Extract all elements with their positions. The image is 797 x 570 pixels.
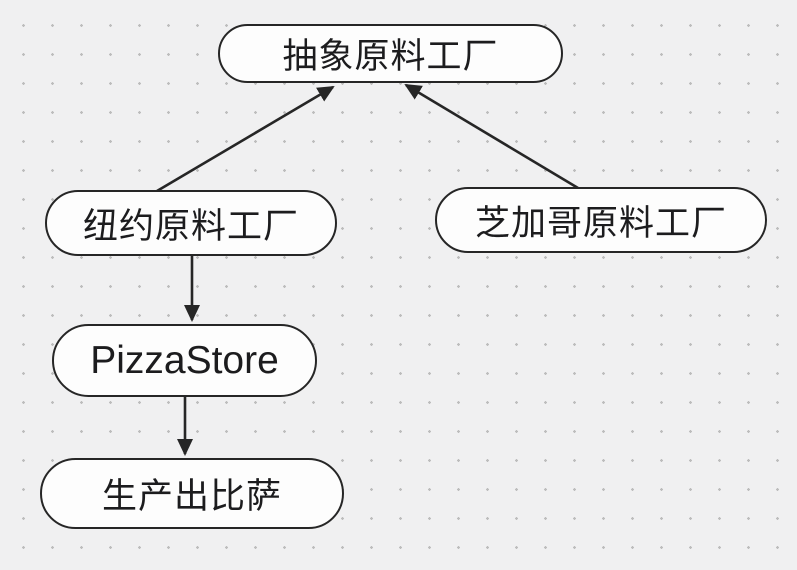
node-chicago-ingredient-factory: 芝加哥原料工厂 — [435, 187, 767, 253]
node-newyork-ingredient-factory-label: 纽约原料工厂 — [82, 206, 299, 246]
edge-ny-to-abstract — [156, 85, 335, 193]
node-chicago-ingredient-factory-label: 芝加哥原料工厂 — [474, 203, 727, 243]
edge-chicago-to-abstract — [404, 83, 579, 190]
node-pizza-store: PizzaStore — [52, 324, 317, 397]
node-abstract-ingredient-factory-label: 抽象原料工厂 — [282, 37, 499, 76]
node-newyork-ingredient-factory: 纽约原料工厂 — [45, 190, 337, 256]
node-produce-pizza: 生产出比萨 — [40, 458, 344, 529]
node-abstract-ingredient-factory: 抽象原料工厂 — [218, 24, 563, 83]
node-produce-pizza-label: 生产出比萨 — [101, 477, 282, 516]
node-pizza-store-label: PizzaStore — [90, 338, 279, 382]
